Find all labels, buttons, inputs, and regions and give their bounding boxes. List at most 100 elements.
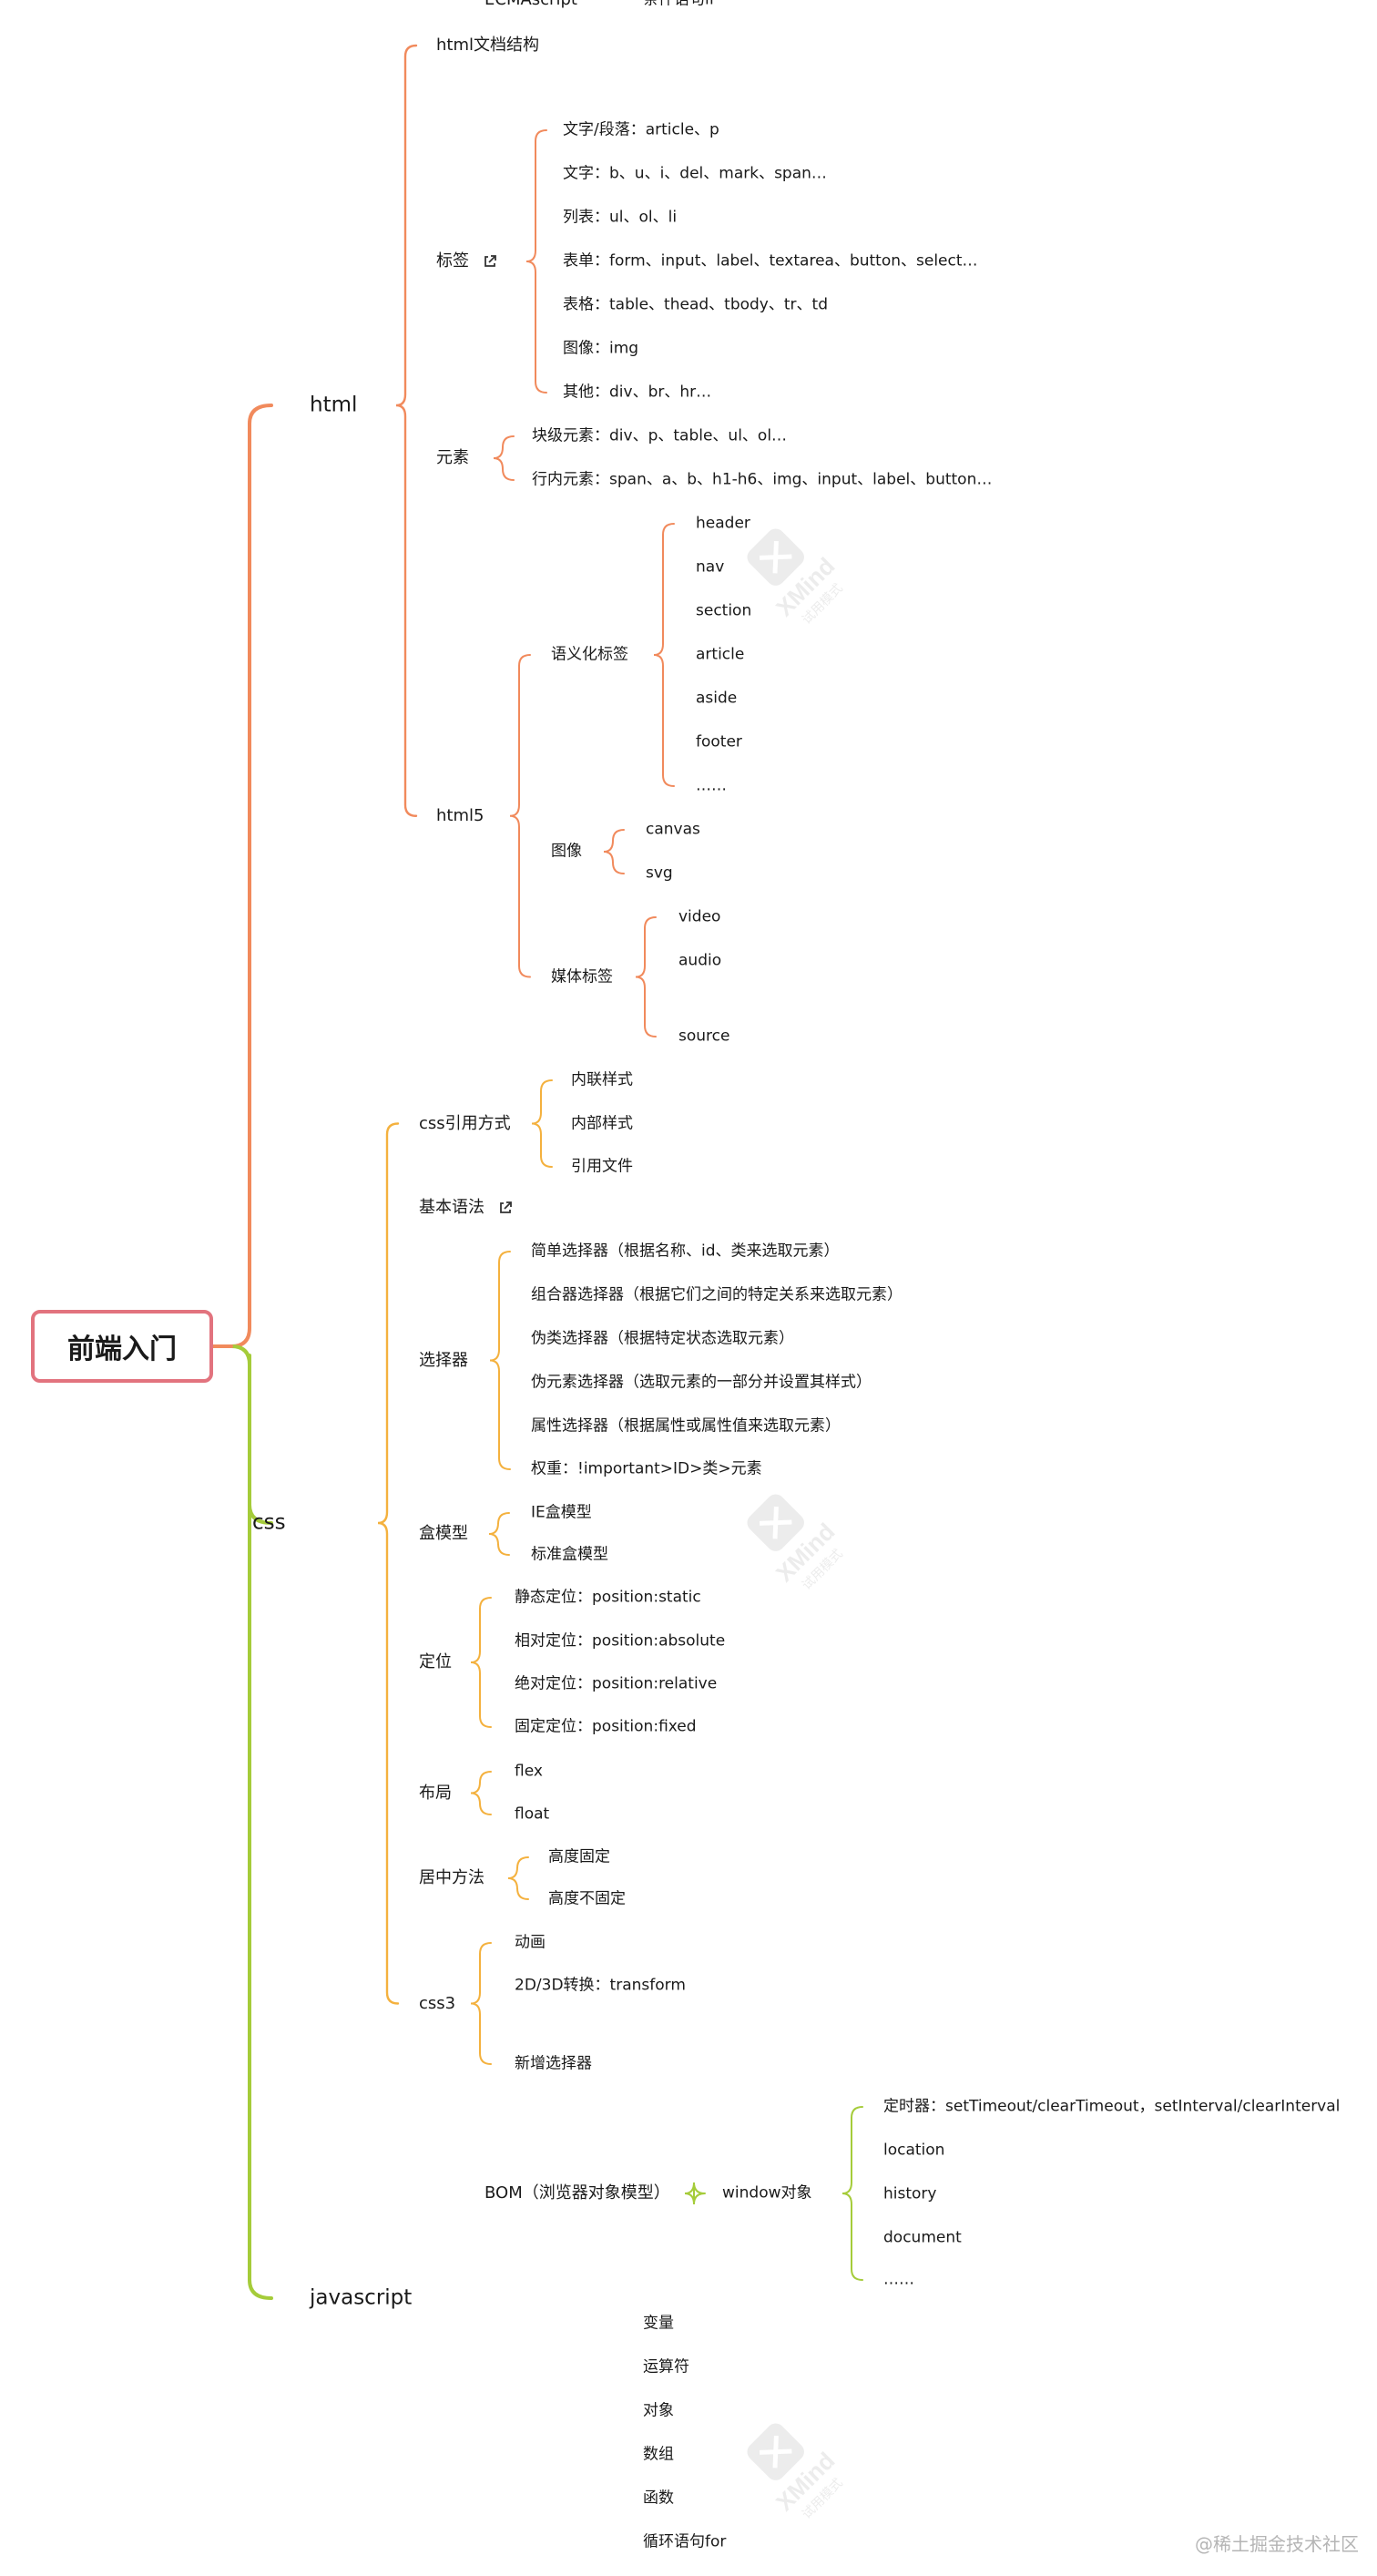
topic-canvas[interactable]: canvas	[646, 820, 700, 839]
topic-node[interactable]: 元素	[436, 448, 469, 467]
topic-header[interactable]: header	[696, 514, 750, 533]
topic-html[interactable]: html文档结构	[436, 36, 540, 55]
topic-2d-3d-transform[interactable]: 2D/3D转换：transform	[515, 1976, 686, 1995]
topic-for[interactable]: 循环语句for	[643, 2532, 727, 2551]
topic-article-p[interactable]: 文字/段落：article、p	[563, 120, 719, 139]
topic-node[interactable]: 内联样式	[571, 1070, 633, 1089]
topic-node[interactable]: ……	[883, 2270, 914, 2289]
topic-node[interactable]: 布局	[419, 1783, 452, 1803]
bracket-node	[493, 435, 515, 481]
external-link-icon[interactable]	[497, 1200, 514, 1216]
topic-node[interactable]: 标签	[436, 251, 469, 271]
topic-form-input-label-textarea-button-select[interactable]: 表单：form、input、label、textarea、button、sele…	[563, 251, 978, 271]
topic-div-p-table-ul-ol[interactable]: 块级元素：div、p、table、ul、ol…	[532, 426, 788, 445]
topic-node[interactable]: 新增选择器	[515, 2054, 592, 2073]
bracket-css	[531, 1079, 553, 1168]
root-topic[interactable]: 前端入门	[31, 1310, 213, 1383]
bracket-node	[489, 1251, 511, 1470]
topic-bom[interactable]: BOM（浏览器对象模型）	[484, 2183, 670, 2203]
bracket-bom	[684, 2182, 706, 2205]
topic-node[interactable]: 盒模型	[419, 1524, 468, 1543]
topic-document[interactable]: document	[883, 2228, 962, 2247]
topic-span-a-b-h1-h6-img-input-label-button[interactable]: 行内元素：span、a、b、h1-h6、img、input、label、butt…	[532, 470, 993, 489]
topic-id[interactable]: 简单选择器（根据名称、id、类来选取元素）	[531, 1242, 840, 1261]
topic-ie[interactable]: IE盒模型	[531, 1503, 592, 1522]
topic-footer[interactable]: footer	[696, 732, 742, 751]
topic-node[interactable]: 引用文件	[571, 1157, 633, 1176]
topic-node[interactable]: 语义化标签	[551, 645, 628, 664]
topic-node[interactable]: 变量	[643, 2314, 674, 2333]
topic-css3[interactable]: css3	[419, 1993, 456, 2013]
topic-position-absolute[interactable]: 相对定位：position:absolute	[515, 1631, 726, 1651]
topic-img[interactable]: 图像：img	[563, 339, 639, 358]
topic-aside[interactable]: aside	[696, 689, 738, 708]
topic-node[interactable]: 图像	[551, 842, 582, 861]
topic-ecmascript[interactable]: ECMAscript	[484, 0, 577, 8]
topic-settimeout-cleartimeout-setinterval-clearinterval[interactable]: 定时器：setTimeout/clearTimeout，setInterval/…	[883, 2097, 1341, 2116]
topic-node[interactable]: 高度固定	[548, 1847, 610, 1866]
topic-article[interactable]: article	[696, 645, 745, 664]
topic-position-static[interactable]: 静态定位：position:static	[515, 1588, 701, 1607]
topic-node[interactable]: 居中方法	[419, 1868, 484, 1887]
bracket-node	[525, 129, 547, 394]
bracket-node	[470, 1597, 492, 1728]
topic-div-br-hr[interactable]: 其他：div、br、hr…	[563, 383, 712, 402]
topic-javascript[interactable]: javascript	[310, 2285, 413, 2310]
topic-video[interactable]: video	[678, 907, 721, 926]
topic-audio[interactable]: audio	[678, 951, 722, 970]
topic-css[interactable]: css	[252, 1510, 286, 1535]
topic-location[interactable]: location	[883, 2141, 945, 2160]
bracket-node	[635, 916, 657, 1038]
topic-section[interactable]: section	[696, 601, 752, 620]
topic-html5[interactable]: html5	[436, 805, 484, 825]
topic-position-fixed[interactable]: 固定定位：position:fixed	[515, 1717, 697, 1736]
topic-float[interactable]: float	[515, 1804, 550, 1824]
topic-node[interactable]: 内部样式	[571, 1114, 633, 1133]
bracket-html5	[509, 654, 531, 978]
bracket-node	[507, 1856, 529, 1900]
bracket-node	[488, 1512, 510, 1556]
topic-flex[interactable]: flex	[515, 1762, 543, 1781]
topic-nav[interactable]: nav	[696, 557, 725, 577]
bracket-node	[653, 523, 675, 787]
bracket-node	[603, 829, 625, 874]
branch-connector-css	[248, 1354, 273, 1525]
topic-node[interactable]: 伪元素选择器（选取元素的一部分并设置其样式）	[531, 1373, 872, 1392]
bracket-html	[395, 44, 418, 817]
topic-b-u-i-del-mark-span[interactable]: 文字：b、u、i、del、mark、span…	[563, 164, 827, 183]
topic-node[interactable]: 标准盒模型	[531, 1545, 608, 1564]
topic-css[interactable]: css引用方式	[419, 1113, 511, 1133]
topic-node[interactable]: 对象	[643, 2401, 674, 2420]
topic-node[interactable]: ……	[696, 776, 727, 795]
source-credit: @稀土掘金技术社区	[1195, 2533, 1359, 2555]
branch-connector-html	[230, 404, 273, 1348]
topic-source[interactable]: source	[678, 1027, 730, 1046]
topic-node[interactable]: 选择器	[419, 1350, 468, 1370]
topic-node[interactable]: 动画	[515, 1933, 546, 1952]
topic-node[interactable]: 高度不固定	[548, 1889, 626, 1908]
topic-position-relative[interactable]: 绝对定位：position:relative	[515, 1674, 718, 1693]
topic-node[interactable]: 运算符	[643, 2357, 689, 2377]
topic-node[interactable]: 函数	[643, 2489, 674, 2508]
bracket-css3	[470, 1942, 492, 2065]
topic-table-thead-tbody-tr-td[interactable]: 表格：table、thead、tbody、tr、td	[563, 295, 828, 314]
topic-important-id[interactable]: 权重：!important>ID>类>元素	[531, 1459, 762, 1478]
bracket-node	[470, 1771, 492, 1815]
external-link-icon[interactable]	[482, 253, 498, 270]
topic-node[interactable]: 定位	[419, 1652, 452, 1671]
topic-node[interactable]: 基本语法	[419, 1198, 484, 1217]
topic-if[interactable]: 条件语句if	[643, 0, 715, 8]
topic-node[interactable]: 媒体标签	[551, 967, 613, 986]
topic-ul-ol-li[interactable]: 列表：ul、ol、li	[563, 208, 678, 227]
topic-node[interactable]: 数组	[643, 2445, 674, 2464]
topic-history[interactable]: history	[883, 2184, 937, 2203]
topic-node[interactable]: 伪类选择器（根据特定状态选取元素）	[531, 1329, 794, 1348]
topic-node[interactable]: 组合器选择器（根据它们之间的特定关系来选取元素）	[531, 1285, 903, 1304]
topic-window[interactable]: window对象	[722, 2183, 812, 2203]
topic-node[interactable]: 属性选择器（根据属性或属性值来选取元素）	[531, 1416, 841, 1436]
topic-svg[interactable]: svg	[646, 864, 673, 883]
bracket-window	[842, 2106, 863, 2281]
topic-html[interactable]: html	[310, 393, 358, 417]
